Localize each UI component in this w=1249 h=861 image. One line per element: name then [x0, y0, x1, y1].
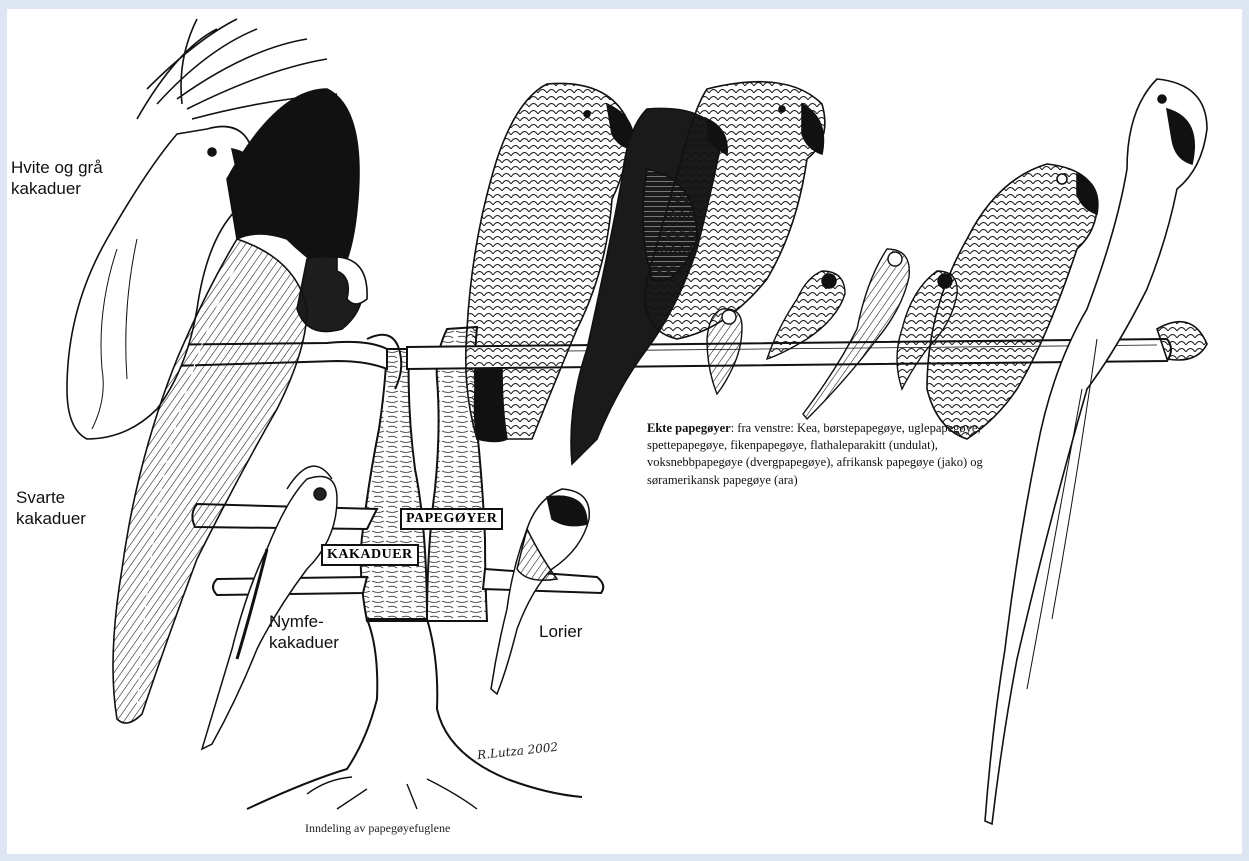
box-kakaduer: KAKADUER [321, 544, 419, 566]
label-black-cockatoos: Svarte kakaduer [16, 487, 112, 529]
figure-caption: Inndeling av papegøyefuglene [305, 821, 450, 836]
label-white-grey-cockatoos: Hvite og grå kakaduer [11, 157, 131, 199]
box-papegoyer: PAPEGØYER [400, 508, 503, 530]
parrot-family-tree-drawing [7, 9, 1242, 854]
label-cockatiels: Nymfe- kakaduer [269, 611, 329, 653]
true-parrots-caption: Ekte papegøyer: fra venstre: Kea, børste… [647, 420, 992, 489]
fig-parrot [707, 309, 742, 394]
illustration-canvas: Hvite og grå kakaduer Svarte kakaduer Ny… [7, 9, 1242, 854]
label-lories: Lorier [539, 621, 582, 642]
true-parrots-heading: Ekte papegøyer [647, 421, 731, 435]
